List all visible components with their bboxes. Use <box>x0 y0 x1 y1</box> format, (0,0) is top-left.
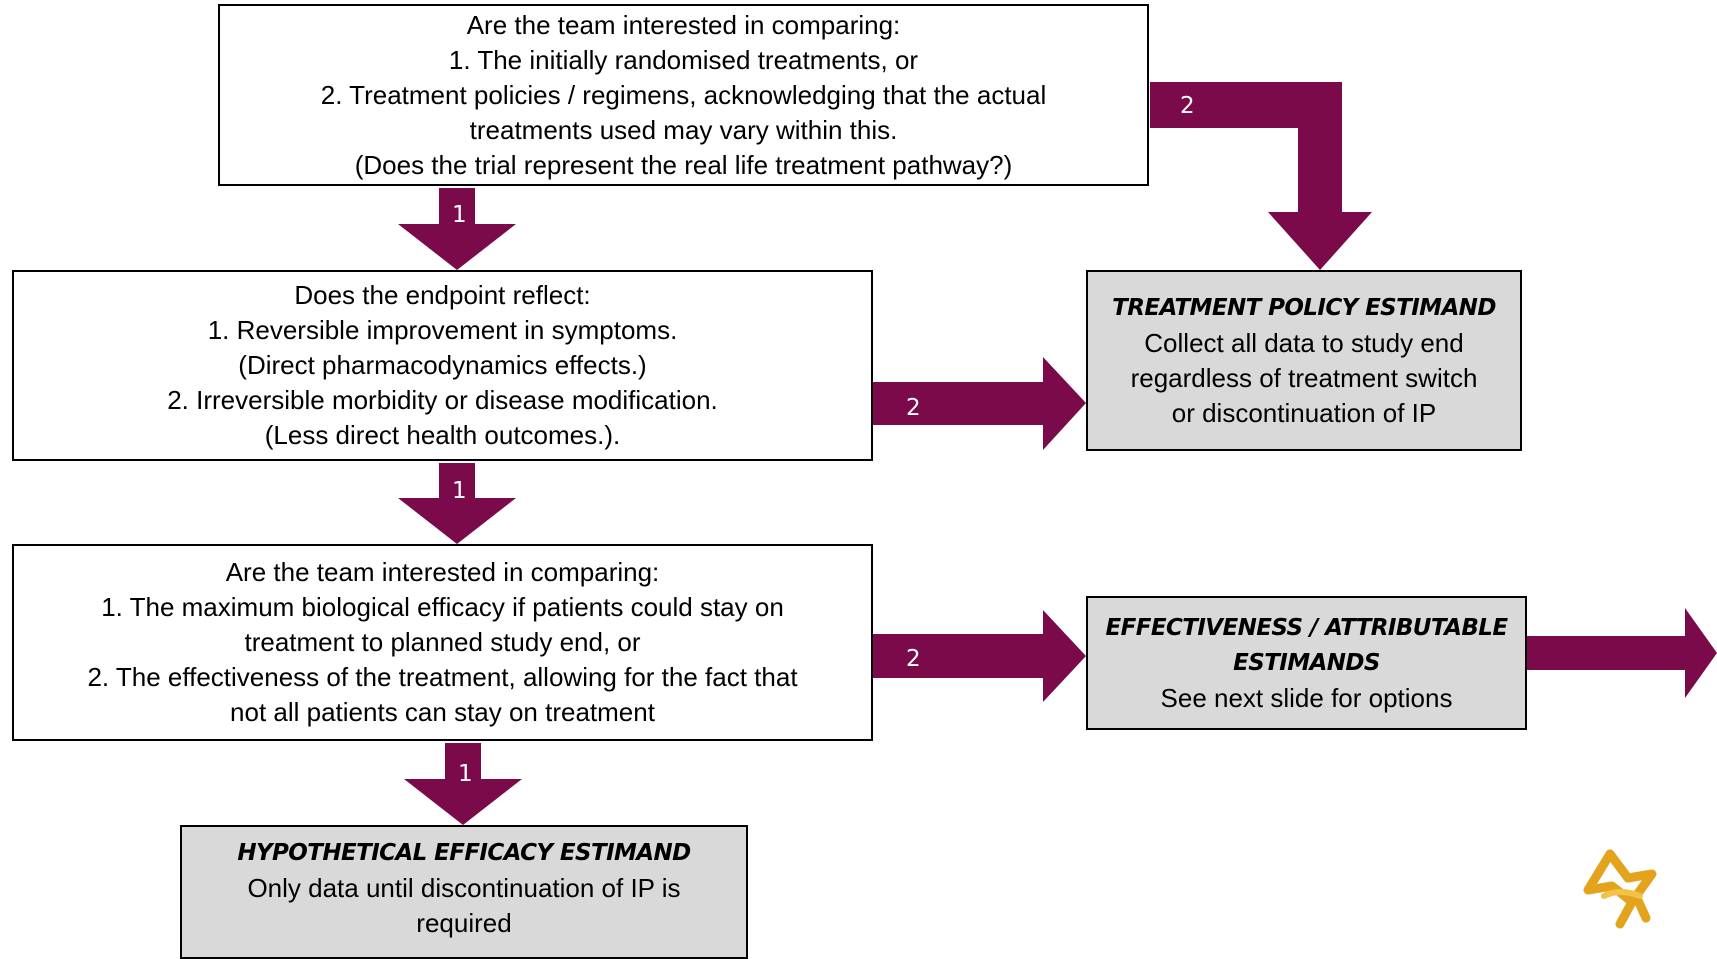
question-line: treatment to planned study end, or <box>244 627 641 657</box>
question-line: 2. Irreversible morbidity or disease mod… <box>167 385 718 415</box>
question-line: Does the endpoint reflect: <box>294 280 591 310</box>
estimand-text: regardless of treatment switch <box>1130 362 1478 393</box>
arrow-q1-option2-elbow <box>1150 82 1372 270</box>
question-line: not all patients can stay on treatment <box>230 697 655 727</box>
arrow-q1-option1-down <box>398 188 516 270</box>
arrow-q2-option2-right <box>873 357 1086 450</box>
question-line: 1. Reversible improvement in symptoms. <box>207 315 678 345</box>
treatment-policy-estimand-box: TREATMENT POLICY ESTIMAND Collect all da… <box>1086 270 1522 451</box>
question-line: Are the team interested in comparing: <box>225 557 660 587</box>
estimand-text: Only data until discontinuation of IP is <box>247 873 681 903</box>
question-line: (Less direct health outcomes.). <box>264 420 621 450</box>
question-line: 1. The initially randomised treatments, … <box>448 44 919 75</box>
effectiveness-attributable-estimands-box: EFFECTIVENESS / ATTRIBUTABLE ESTIMANDS S… <box>1086 596 1527 730</box>
arrow-q3-option2-right <box>873 610 1086 702</box>
estimand-text: Collect all data to study end <box>1144 327 1464 358</box>
question-line: (Does the trial represent the real life … <box>354 149 1013 180</box>
question-box-comparison-type: Are the team interested in comparing: 1.… <box>218 4 1149 186</box>
company-logo-icon <box>1583 849 1657 929</box>
question-box-endpoint: Does the endpoint reflect: 1. Reversible… <box>12 270 873 461</box>
question-line: treatments used may vary within this. <box>469 114 898 145</box>
estimand-heading: HYPOTHETICAL EFFICACY ESTIMAND <box>237 840 691 866</box>
estimand-heading: ESTIMANDS <box>1233 649 1380 676</box>
question-line: Are the team interested in comparing: <box>466 9 901 40</box>
question-line: 2. Treatment policies / regimens, acknow… <box>320 79 1047 110</box>
arrow-label: 1 <box>458 761 473 787</box>
estimand-heading: EFFECTIVENESS / ATTRIBUTABLE <box>1105 614 1509 641</box>
estimand-text: See next slide for options <box>1160 682 1453 713</box>
arrow-label: 2 <box>1180 93 1195 119</box>
arrow-label: 1 <box>452 478 467 504</box>
arrow-label: 2 <box>906 395 921 421</box>
question-line: 1. The maximum biological efficacy if pa… <box>101 592 784 622</box>
arrow-label: 2 <box>906 646 921 672</box>
question-box-efficacy-effectiveness: Are the team interested in comparing: 1.… <box>12 544 873 741</box>
arrow-label: 1 <box>452 202 467 228</box>
arrow-q3-option1-down <box>404 743 522 825</box>
estimand-heading: TREATMENT POLICY ESTIMAND <box>1112 294 1496 321</box>
question-line: (Direct pharmacodynamics effects.) <box>238 350 647 380</box>
arrow-q2-option1-down <box>398 463 516 544</box>
hypothetical-efficacy-estimand-box: HYPOTHETICAL EFFICACY ESTIMAND Only data… <box>180 825 748 959</box>
estimand-text: required <box>416 908 512 938</box>
question-line: 2. The effectiveness of the treatment, a… <box>87 662 798 692</box>
estimand-text: or discontinuation of IP <box>1171 397 1437 428</box>
arrow-effectiveness-next <box>1527 608 1717 698</box>
